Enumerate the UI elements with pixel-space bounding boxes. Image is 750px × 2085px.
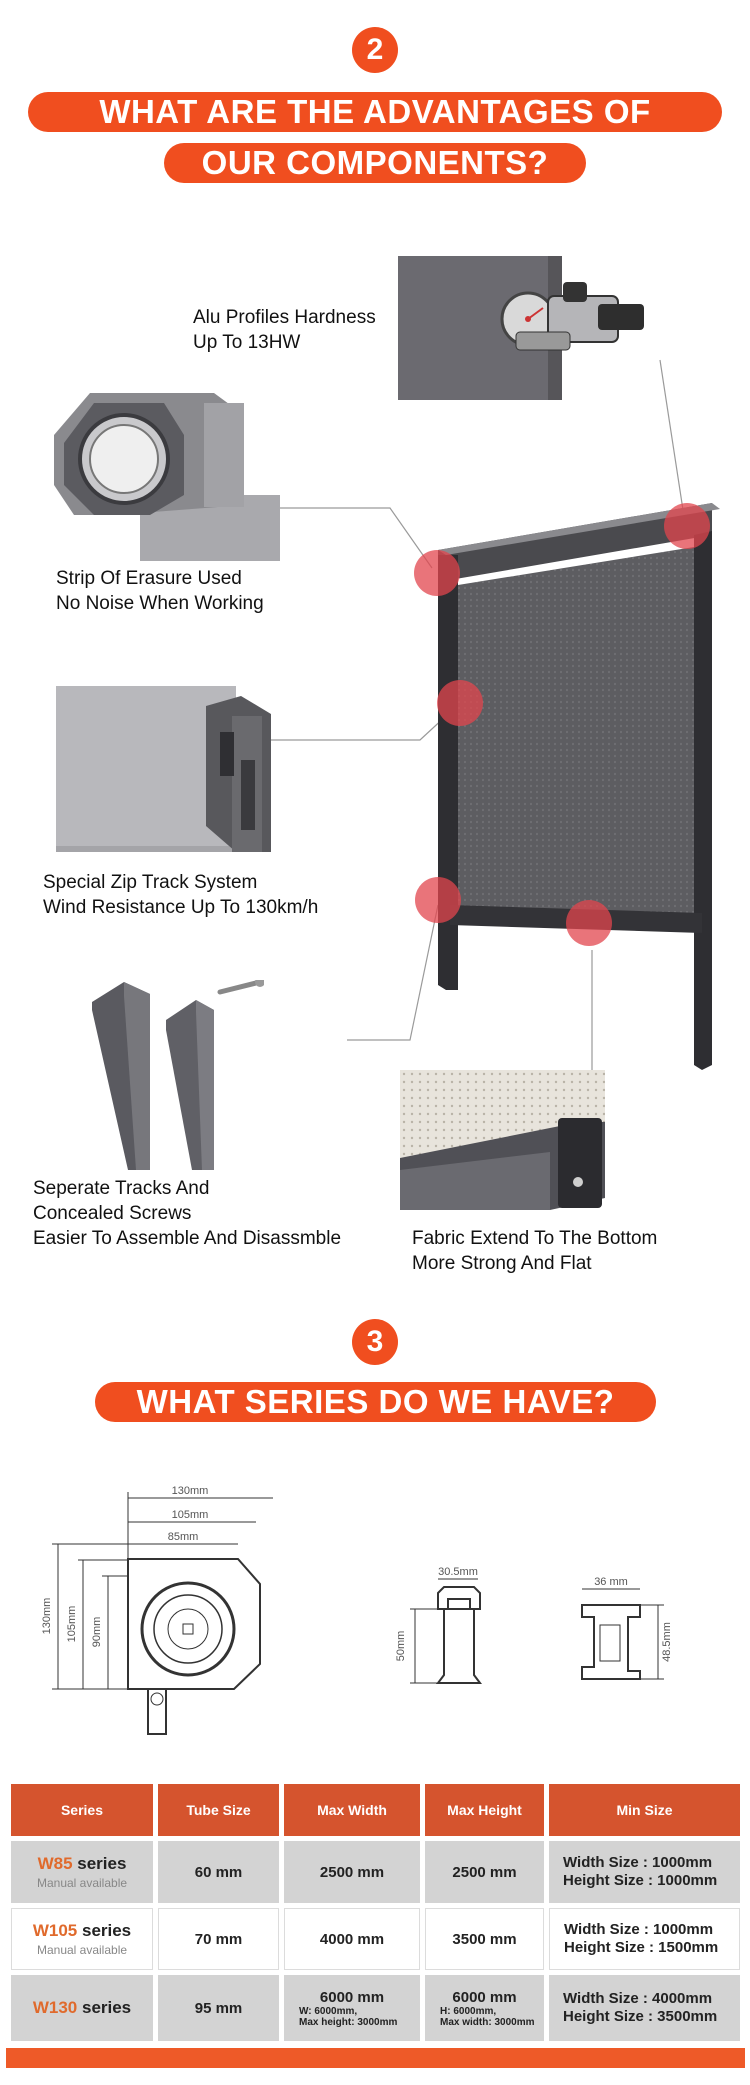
zip-track-photo (56, 686, 276, 852)
footer-accent-bar (6, 2048, 745, 2068)
min-size-cell: Width Size : 1000mm Height Size : 1500mm (549, 1908, 740, 1970)
min-width: Width Size : 1000mm (564, 1921, 714, 1938)
section-number-2: 2 (352, 27, 398, 73)
header-max-height: Max Height (425, 1784, 544, 1836)
series-code: W130 (32, 1998, 78, 2017)
separate-tracks-photo (88, 980, 264, 1172)
dim-height-130: 130mm (41, 1598, 53, 1635)
hotspot-separate-tracks[interactable] (415, 877, 461, 923)
max-width-cell: 4000 mm (284, 1908, 420, 1970)
header-min-size: Min Size (549, 1784, 740, 1836)
series-code: W105 (32, 1921, 78, 1940)
table-row: W105 series Manual available 70 mm 4000 … (11, 1908, 740, 1970)
zip-screen-product (438, 503, 720, 1070)
dim-height-105: 105mm (66, 1606, 78, 1643)
dim-width-105: 105mm (172, 1509, 209, 1521)
header-series: Series (11, 1784, 153, 1836)
max-width-note: W: 6000mm, Max height: 3000mm (299, 2005, 398, 2028)
dim-rail-width: 30.5mm (438, 1566, 478, 1578)
series-suffix: series (77, 1854, 127, 1873)
series-suffix: series (81, 1998, 132, 2017)
max-height-note: H: 6000mm, Max width: 3000mm (440, 2005, 535, 2028)
dim-track-width: 36 mm (594, 1576, 628, 1588)
hotspot-fabric-bottom[interactable] (566, 900, 612, 946)
max-width-value: 6000 mm (319, 1988, 385, 2006)
track-dimension-drawing: 36 mm 48.5mm (581, 1576, 673, 1680)
max-height-value: 6000 mm (452, 1988, 517, 2006)
feature-fabric-bottom: Fabric Extend To The Bottom More Strong … (412, 1228, 658, 1274)
series-cell: W105 series Manual available (11, 1908, 153, 1970)
max-height-cell: 6000 mm H: 6000mm, Max width: 3000mm (425, 1975, 544, 2041)
feature-separate-tracks: Seperate Tracks And Concealed Screws Eas… (33, 1178, 342, 1249)
min-height: Height Size : 1000mm (563, 1872, 718, 1889)
dim-width-130: 130mm (172, 1485, 209, 1497)
feature-zip-track: Special Zip Track System Wind Resistance… (43, 872, 319, 918)
section-title-advantages: WHAT ARE THE ADVANTAGES OF (28, 92, 722, 132)
hotspot-cassette[interactable] (414, 550, 460, 596)
cassette-box-photo (54, 385, 280, 561)
series-cell: W85 series Manual available (11, 1841, 153, 1903)
min-width: Width Size : 1000mm (563, 1854, 713, 1871)
series-suffix: series (81, 1921, 132, 1940)
tube-size-cell: 95 mm (158, 1975, 279, 2041)
dim-width-85: 85mm (168, 1531, 199, 1543)
series-sub: Manual available (36, 1943, 128, 1957)
feature-alu-hardness: Alu Profiles Hardness Up To 13HW (193, 307, 376, 353)
dim-height-90: 90mm (91, 1617, 103, 1648)
min-height: Height Size : 3500mm (563, 2008, 718, 2025)
min-width: Width Size : 4000mm (563, 1990, 713, 2007)
series-cell: W130 series (11, 1975, 153, 2041)
section-title-series: WHAT SERIES DO WE HAVE? (95, 1382, 656, 1422)
header-max-width: Max Width (284, 1784, 420, 1836)
dim-rail-height: 50mm (395, 1631, 407, 1662)
cassette-dimension-drawing: 130mm 105mm 85mm 130mm 105mm 90mm (41, 1485, 273, 1735)
series-code: W85 (37, 1854, 73, 1873)
max-height-cell: 2500 mm (425, 1841, 544, 1903)
section-number-3: 3 (352, 1319, 398, 1365)
series-table: Series Tube Size Max Width Max Height Mi… (6, 1779, 745, 2046)
max-width-cell: 2500 mm (284, 1841, 420, 1903)
min-size-cell: Width Size : 1000mm Height Size : 1000mm (549, 1841, 740, 1903)
hotspot-zip-track[interactable] (437, 680, 483, 726)
alu-hardness-photo (398, 256, 654, 400)
dim-track-height: 48.5mm (661, 1622, 673, 1662)
hotspot-profile-top[interactable] (664, 503, 710, 549)
header-tube-size: Tube Size (158, 1784, 279, 1836)
min-size-cell: Width Size : 4000mm Height Size : 3500mm (549, 1975, 740, 2041)
tube-size-cell: 70 mm (158, 1908, 279, 1970)
min-height: Height Size : 1500mm (564, 1939, 719, 1956)
series-sub: Manual available (36, 1876, 128, 1890)
rail-dimension-drawing: 30.5mm 50mm (395, 1566, 482, 1684)
table-row: W130 series 95 mm 6000 mm W: 6000mm, Max… (11, 1975, 740, 2041)
feature-strip-erasure: Strip Of Erasure Used No Noise When Work… (56, 568, 264, 614)
table-row: W85 series Manual available 60 mm 2500 m… (11, 1841, 740, 1903)
section-title-components: OUR COMPONENTS? (164, 143, 586, 183)
max-height-cell: 3500 mm (425, 1908, 544, 1970)
tube-size-cell: 60 mm (158, 1841, 279, 1903)
max-width-cell: 6000 mm W: 6000mm, Max height: 3000mm (284, 1975, 420, 2041)
fabric-bottom-photo (400, 1070, 605, 1218)
